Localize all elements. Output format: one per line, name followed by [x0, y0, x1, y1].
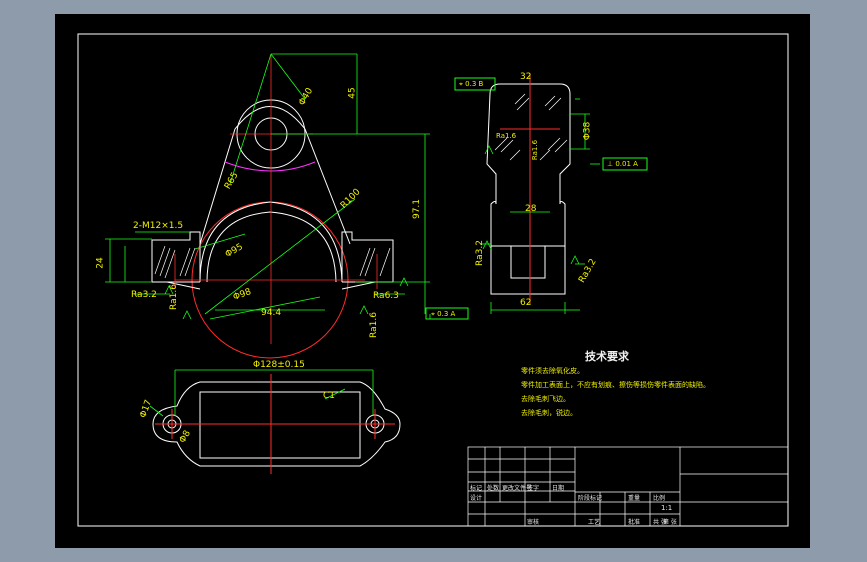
title-block — [467, 446, 789, 527]
roughness-bottom: Ra1.6 — [368, 312, 379, 338]
tech-req-item-4: 去除毛刺，锐边。 — [521, 409, 577, 417]
roughness-base: Ra1.6 — [168, 284, 179, 310]
side-roughness-1: Ra1.6 — [496, 132, 517, 140]
perp-box — [602, 157, 648, 171]
bottom-width-label: 62 — [520, 298, 532, 308]
base-right — [341, 231, 394, 282]
tech-req-title: 技术要求 — [585, 350, 629, 363]
tb-cell-8: 设计 — [470, 495, 483, 502]
tb-cell-7: 比例 — [653, 495, 666, 502]
tol-top: ⌖ 0.3 B — [459, 80, 484, 88]
tb-cell-0: 标记 — [470, 485, 483, 492]
tb-cell-2: 更改文件号 — [502, 485, 533, 492]
side-roughness-2: Ra1.6 — [531, 139, 540, 161]
boss-label: 2-M12×1.5 — [133, 221, 184, 231]
arch-outer — [199, 201, 343, 283]
base-bottom-l — [166, 281, 201, 290]
tb-cell-13: 第 张 — [663, 519, 677, 526]
tolerance-box: ⌖ 0.3 A — [431, 310, 456, 318]
cad-drawing — [77, 33, 789, 527]
base-bottom-r — [341, 281, 376, 290]
side-dia-label: Φ38 — [582, 121, 593, 141]
tech-req-item-3: 去除毛刺飞边。 — [521, 395, 570, 403]
side-outline — [486, 83, 571, 295]
chamfer-label: C1 — [323, 391, 336, 401]
base-left — [151, 231, 201, 282]
side-slot — [510, 245, 546, 279]
main-view — [105, 53, 469, 359]
tb-cell-1: 处数 — [487, 485, 500, 492]
slot-width-label: 28 — [525, 204, 537, 214]
roughness-left: Ra3.2 — [131, 290, 157, 300]
tb-cell-4: 日期 — [552, 485, 565, 492]
tb-cell-6: 重量 — [628, 495, 641, 502]
base-height-label: 24 — [95, 257, 106, 269]
tb-cell-12: 共 张 — [653, 519, 667, 526]
overall-height-label: 97.1 — [412, 198, 423, 220]
tb-cell-9: 审核 — [527, 519, 540, 526]
tech-req-item-2: 零件加工表面上，不应有划痕、擦伤等损伤零件表面的缺陷。 — [521, 381, 710, 389]
side-width-label: 32 — [520, 72, 532, 82]
tech-req-item-1: 零件须去除氧化皮。 — [521, 367, 584, 375]
top-outline — [152, 381, 401, 467]
arch-inner — [206, 211, 337, 283]
tb-cell-3: 签字 — [527, 485, 540, 492]
height-label: 45 — [347, 87, 358, 99]
top-length-label: Φ128±0.15 — [253, 360, 305, 370]
side-view — [454, 74, 648, 314]
magenta-arc — [224, 161, 316, 172]
body-outline — [199, 106, 351, 245]
inner-border — [77, 33, 789, 527]
tb-cell-10: 工艺 — [588, 519, 601, 526]
top-inner — [199, 391, 361, 459]
tb-cell-5: 阶段标记 — [578, 495, 603, 502]
side-roughness-3: Ra3.2 — [474, 240, 485, 266]
top-view — [149, 369, 401, 474]
perp-label: ⊥ 0.01 A — [607, 160, 638, 168]
bore-text: 94.4 — [261, 308, 282, 318]
tol-box-top — [454, 77, 496, 91]
roughness-right: Ra6.3 — [373, 291, 399, 301]
tb-scale: 1:1 — [661, 504, 673, 512]
drawing-frame: Φ40 45 R65 R100 97.1 2-M12×1.5 24 Ra3.2 … — [55, 14, 810, 548]
tb-cell-11: 批准 — [628, 519, 641, 526]
